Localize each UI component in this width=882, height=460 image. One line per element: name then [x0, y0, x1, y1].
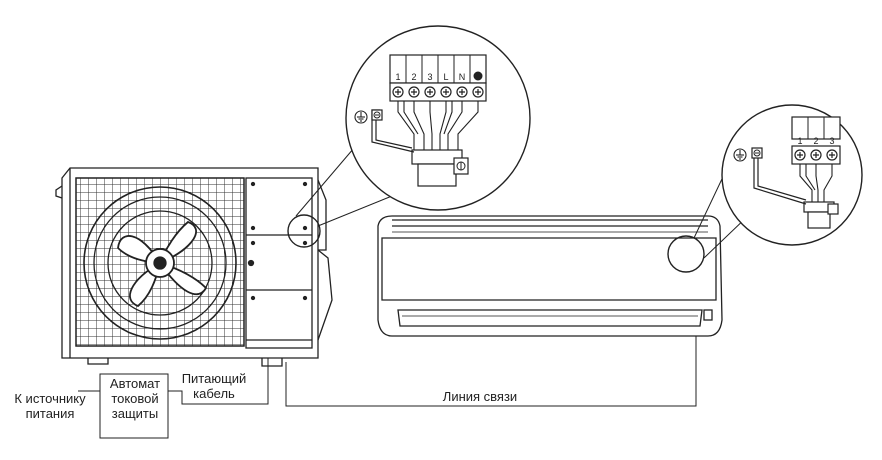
- ground-icon: [354, 110, 368, 124]
- outdoor-terminal-label: L: [443, 72, 448, 82]
- outdoor-callout-leaders: [295, 147, 393, 227]
- outdoor-unit: [55, 167, 333, 367]
- indoor-terminal-label: 1: [797, 136, 802, 146]
- communication-line: [285, 336, 697, 407]
- outdoor-terminal-label: 2: [411, 72, 416, 82]
- indoor-unit: [377, 215, 723, 337]
- outdoor-terminal-screws: [392, 86, 484, 98]
- breaker-box: [99, 373, 169, 439]
- power-cable-line: [168, 358, 269, 405]
- outdoor-terminal-label: N: [459, 72, 466, 82]
- power-source-label-line: питания: [25, 406, 75, 421]
- wiring-lines: [78, 336, 697, 439]
- breaker-label: Автомат токовой защиты: [103, 376, 167, 421]
- outdoor-terminal-numbers: 1 2 3 L N: [395, 72, 465, 82]
- indoor-terminal-label: 2: [813, 136, 818, 146]
- outdoor-terminal-label: 1: [395, 72, 400, 82]
- ground-screw-icon: [473, 71, 483, 81]
- power-cable-label-line: Питающий: [181, 371, 247, 386]
- breaker-label-line: защиты: [111, 406, 159, 421]
- indoor-terminal-numbers: 1 2 3: [797, 136, 834, 146]
- communication-line-label: Линия связи: [442, 389, 518, 404]
- power-cable-label-line: кабель: [193, 386, 235, 401]
- breaker-label-line: токовой: [111, 391, 159, 406]
- indoor-terminal-callout: [721, 104, 863, 246]
- outdoor-terminal-label: 3: [427, 72, 432, 82]
- power-cable-label: Питающий кабель: [176, 371, 252, 401]
- outdoor-terminal-callout: [345, 25, 531, 211]
- power-source-label: К источнику питания: [6, 391, 94, 421]
- indoor-terminal-label: 3: [829, 136, 834, 146]
- indoor-terminal-screws: [794, 149, 838, 161]
- ground-icon: [733, 148, 747, 162]
- power-source-label-line: К источнику: [14, 391, 86, 406]
- breaker-label-line: Автомат: [109, 376, 161, 391]
